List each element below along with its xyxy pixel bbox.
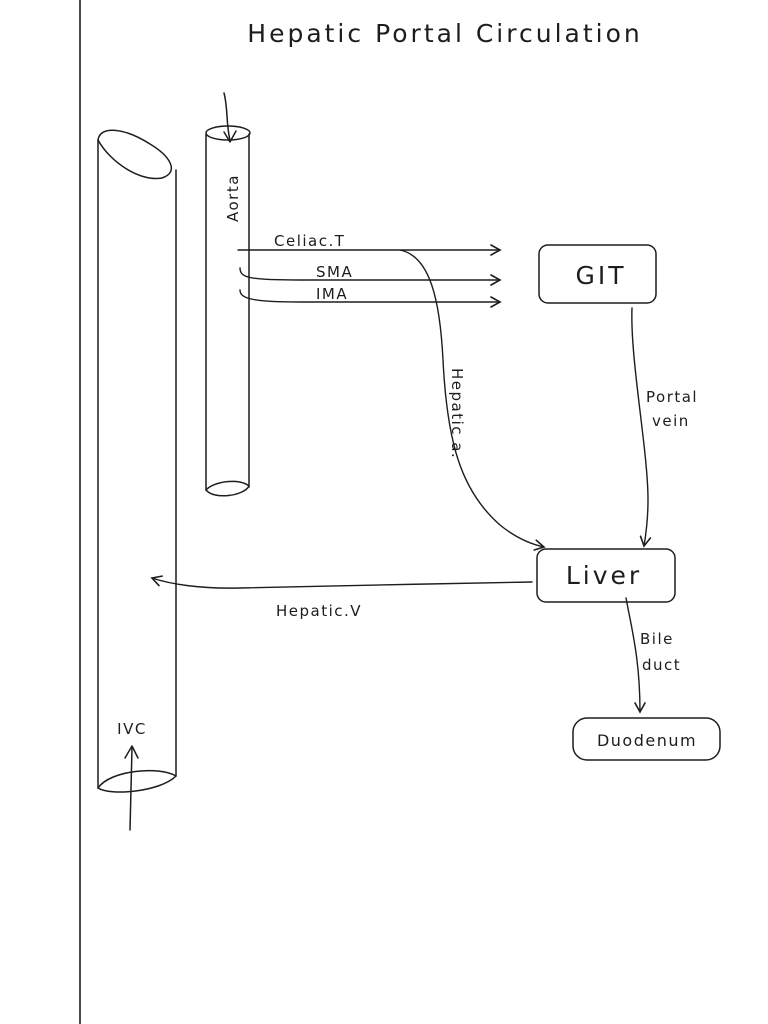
- portal-vein-label-line2: vein: [652, 412, 690, 430]
- ima-label: IMA: [316, 285, 348, 303]
- sma-label: SMA: [316, 263, 353, 281]
- ima-arrow: [239, 289, 502, 308]
- aorta-label: Aorta: [224, 174, 242, 222]
- celiac-trunk-label: Celiac.T: [274, 232, 345, 250]
- ivc-vessel: [97, 129, 177, 793]
- hepatic-vein-label: Hepatic.V: [276, 602, 362, 620]
- duodenum-box: [572, 717, 721, 761]
- bile-duct-label-line1: Bile: [640, 630, 674, 648]
- portal-vein-label-line1: Portal: [646, 388, 698, 406]
- sma-arrow: [239, 267, 502, 286]
- hepatic-artery-arrow: [399, 249, 546, 551]
- aorta-inflow-arrow: [223, 92, 237, 143]
- bile-duct-label-line2: duct: [642, 656, 681, 674]
- hepatic-artery-label: Hepatic a.: [448, 368, 466, 459]
- liver-box: [536, 548, 676, 603]
- portal-vein-arrow: [631, 307, 652, 548]
- hepatic-vein-arrow: [150, 575, 533, 589]
- duodenum-label: Duodenum: [597, 731, 697, 750]
- diagram-title: Hepatic Portal Circulation: [247, 19, 642, 48]
- ivc-label: IVC: [117, 720, 147, 738]
- git-box: [538, 244, 657, 304]
- liver-label: Liver: [566, 561, 642, 590]
- bile-duct-arrow: [625, 597, 646, 714]
- ivc-inflow-arrow: [124, 745, 139, 831]
- git-label: GIT: [575, 261, 626, 290]
